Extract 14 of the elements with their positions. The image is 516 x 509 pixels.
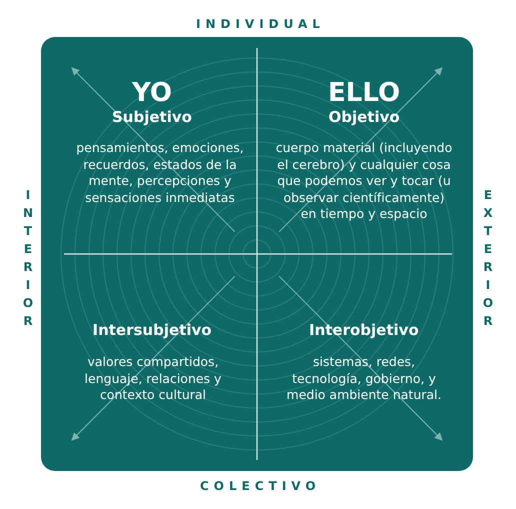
quadrant-description: valores compartidos, lenguaje, relaciones y contexto cultural <box>84 354 222 404</box>
axis-label: INDIVIDUAL <box>196 17 325 31</box>
quadrant-subtitle: Objetivo <box>328 108 400 126</box>
axis-label: COLECTIVO <box>200 479 321 493</box>
quadrant-description: cuerpo material (incluyendo el cerebro) y cualquier cosa que podemos ver y tocar (u observar científicamente) en tiempo y espacio <box>275 140 453 222</box>
quadrant-title: ELLO <box>328 78 400 108</box>
quadrant-description: pensamientos, emociones, recuerdos, estados de la mente, percepciones y sensaciones inmediatas <box>75 140 245 206</box>
quadrant-subtitle: Subjetivo <box>112 108 192 126</box>
axis-label: EXTERIOR <box>481 188 495 332</box>
quadrant-subtitle: Interobjetivo <box>309 321 419 339</box>
quadrant-description: sistemas, redes, tecnología, gobierno, y medio ambiente natural. <box>286 354 442 404</box>
axis-label: INTERIOR <box>21 188 35 332</box>
quadrant-subtitle: Intersubjetivo <box>92 321 212 339</box>
quadrant-title: YO <box>132 78 172 108</box>
